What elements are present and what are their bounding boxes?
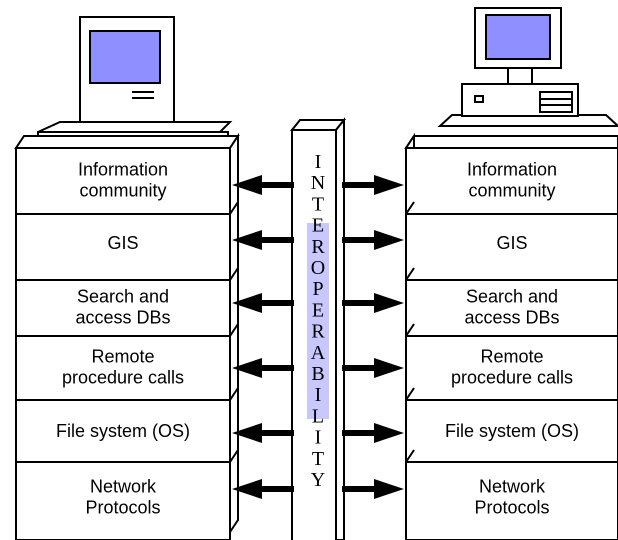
layer-label: Protocols	[85, 498, 160, 518]
layer-label: procedure calls	[451, 368, 573, 388]
interoperability-letter: T	[312, 448, 324, 470]
left-arrow	[232, 175, 294, 195]
interoperability-letter: P	[312, 278, 323, 300]
right-arrow	[342, 423, 404, 443]
layer-label: community	[79, 181, 166, 201]
interoperability-letter: A	[311, 342, 326, 364]
interoperability-letter: T	[312, 193, 324, 215]
layer-label: Information	[467, 160, 557, 180]
interoperability-arrows	[232, 175, 404, 499]
interoperability-letter: L	[312, 405, 324, 427]
left-arrow	[232, 293, 294, 313]
interoperability-highlight	[307, 223, 329, 419]
layer-label: GIS	[107, 233, 138, 253]
layer-label: procedure calls	[62, 368, 184, 388]
layer-label: Protocols	[474, 498, 549, 518]
left-arrow	[232, 423, 294, 443]
right-arrow	[342, 358, 404, 378]
layer-label: Information	[78, 160, 168, 180]
layer-label: Remote	[480, 347, 543, 367]
right-arrow	[342, 230, 404, 250]
right-arrow	[342, 293, 404, 313]
left-arrow	[232, 358, 294, 378]
interoperability-column	[289, 117, 347, 540]
interoperability-letter: N	[311, 172, 325, 194]
layer-label: access DBs	[464, 308, 559, 328]
layer-label: Search and	[77, 287, 169, 307]
layer-label: Search and	[466, 287, 558, 307]
interoperability-letter: I	[315, 427, 322, 449]
interoperability-letter: E	[312, 215, 324, 237]
interoperability-letter: R	[311, 321, 325, 343]
interoperability-letter: O	[311, 257, 325, 279]
right-computer-icon	[437, 7, 618, 127]
right-computer-screen	[485, 14, 551, 60]
layer-label: access DBs	[75, 308, 170, 328]
layer-label: community	[468, 181, 555, 201]
interoperability-letter: E	[312, 299, 324, 321]
left-protocol-stack	[14, 132, 240, 540]
layer-label: GIS	[496, 233, 527, 253]
left-arrow	[232, 230, 294, 250]
layer-label: File system (OS)	[56, 421, 190, 441]
interoperability-letter: Y	[311, 469, 325, 491]
left-arrow	[232, 479, 294, 499]
interoperability-letter: I	[315, 151, 322, 173]
layer-label: Network	[479, 477, 546, 497]
right-arrow	[342, 479, 404, 499]
interoperability-letter: I	[315, 384, 322, 406]
interoperability-letter: R	[311, 236, 325, 258]
interoperability-letter: B	[311, 363, 324, 385]
left-computer-icon	[37, 16, 233, 141]
right-protocol-stack	[404, 132, 618, 540]
layer-label: Network	[90, 477, 157, 497]
layer-label: Remote	[91, 347, 154, 367]
left-computer-screen	[89, 30, 161, 84]
layer-label: File system (OS)	[445, 421, 579, 441]
right-arrow	[342, 175, 404, 195]
